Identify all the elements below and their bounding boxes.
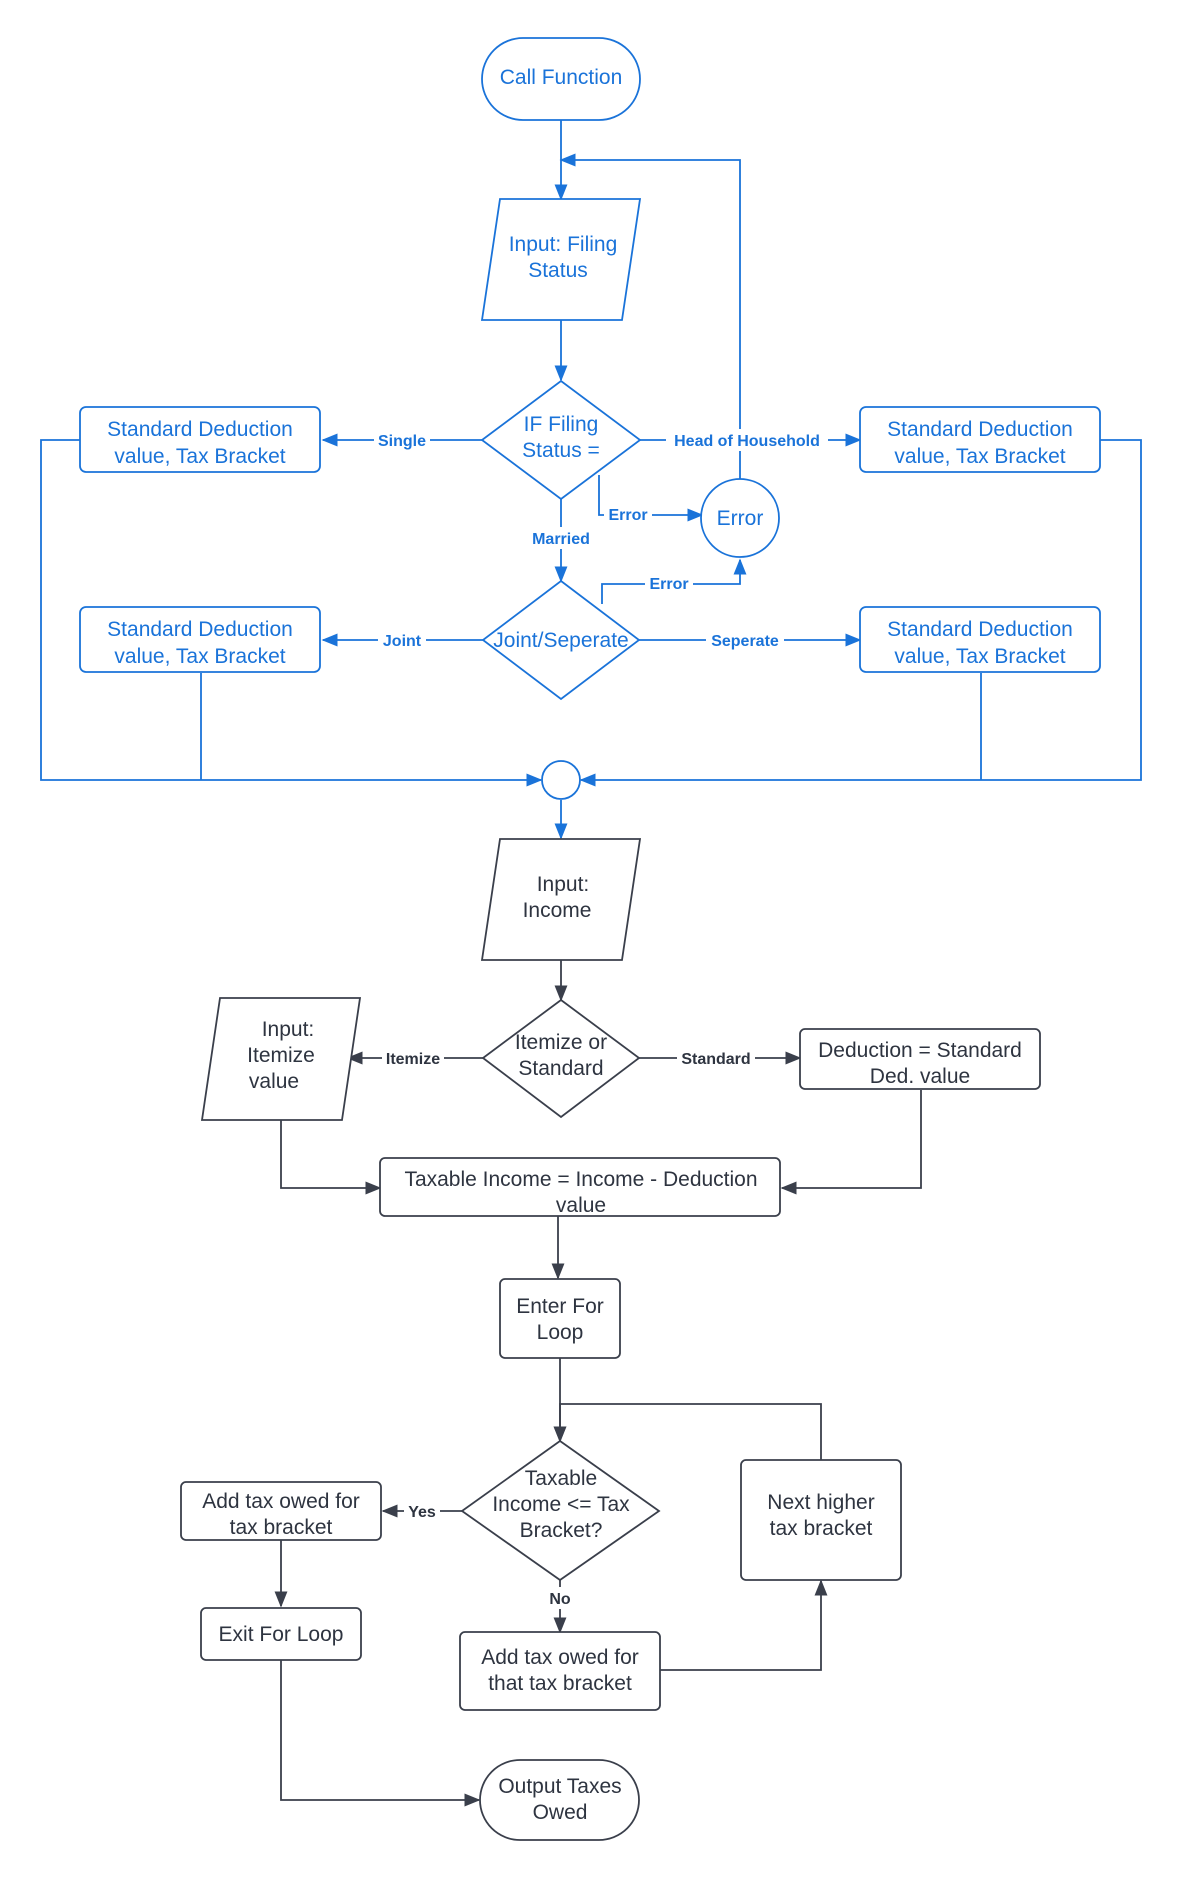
node-input-income[interactable]: Input: Income xyxy=(480,838,642,961)
node-itemize-or-standard[interactable]: Itemize or Standard xyxy=(481,998,641,1119)
svg-text:value, Tax Bracket: value, Tax Bracket xyxy=(894,445,1065,468)
svg-text:Bracket?: Bracket? xyxy=(520,1519,603,1542)
svg-text:Add tax owed for: Add tax owed for xyxy=(481,1646,639,1669)
svg-text:Standard: Standard xyxy=(518,1057,603,1080)
node-call-function[interactable]: Call Function xyxy=(481,37,641,121)
svg-text:Itemize: Itemize xyxy=(386,1051,440,1068)
edge-if-error xyxy=(598,475,704,522)
svg-text:Exit For Loop: Exit For Loop xyxy=(219,1623,344,1646)
svg-text:Enter For: Enter For xyxy=(516,1295,604,1318)
label-error-joint-sep: Error xyxy=(645,573,693,595)
svg-text:Seperate: Seperate xyxy=(711,633,779,650)
svg-text:IF Filing: IF Filing xyxy=(524,413,599,436)
edge-deduction-to-taxable xyxy=(780,1090,922,1195)
label-yes: Yes xyxy=(404,1500,440,1522)
svg-text:Taxable Income = Income - Dedu: Taxable Income = Income - Deduction xyxy=(404,1168,757,1191)
svg-text:Itemize: Itemize xyxy=(247,1044,315,1067)
svg-text:Standard Deduction: Standard Deduction xyxy=(107,418,293,441)
svg-text:Taxable: Taxable xyxy=(525,1467,597,1490)
svg-text:Head of Household: Head of Household xyxy=(674,433,820,450)
svg-text:value, Tax Bracket: value, Tax Bracket xyxy=(114,445,285,468)
node-taxable-check[interactable]: Taxable Income <= Tax Bracket? xyxy=(460,1439,661,1582)
svg-text:Loop: Loop xyxy=(537,1321,584,1344)
svg-text:Error: Error xyxy=(608,507,647,524)
label-single: Single xyxy=(374,429,430,451)
svg-text:No: No xyxy=(549,1591,571,1608)
edge-labels: Single Head of Household Married Error E… xyxy=(374,429,828,1609)
node-add-tax-owed-no[interactable]: Add tax owed for that tax bracket xyxy=(459,1631,661,1711)
svg-text:Owed: Owed xyxy=(533,1801,588,1824)
edge-itemize-to-taxable xyxy=(280,1120,382,1195)
node-std-deduction-hoh[interactable]: Standard Deduction value, Tax Bracket xyxy=(859,406,1101,473)
node-exit-for-loop[interactable]: Exit For Loop xyxy=(200,1607,362,1661)
svg-text:Income <= Tax: Income <= Tax xyxy=(492,1493,630,1516)
svg-text:Income: Income xyxy=(523,899,592,922)
node-std-deduction-single[interactable]: Standard Deduction value, Tax Bracket xyxy=(79,406,321,473)
node-enter-for-loop[interactable]: Enter For Loop xyxy=(499,1278,621,1359)
edge-single-to-merge xyxy=(40,439,543,787)
svg-text:Status: Status xyxy=(528,259,588,282)
node-add-tax-owed-yes[interactable]: Add tax owed for tax bracket xyxy=(180,1481,382,1541)
edge-hoh-to-merge xyxy=(579,439,1142,787)
svg-text:Input:: Input: xyxy=(262,1018,315,1041)
svg-text:Joint/Seperate: Joint/Seperate xyxy=(493,629,628,652)
svg-text:Error: Error xyxy=(717,507,764,530)
svg-text:Joint: Joint xyxy=(383,633,422,650)
label-no: No xyxy=(544,1587,576,1609)
svg-text:tax bracket: tax bracket xyxy=(770,1517,873,1540)
edge-add-no-to-next xyxy=(660,1579,828,1671)
node-if-filing-status[interactable]: IF Filing Status = xyxy=(480,379,642,501)
edge-error-loop-back xyxy=(559,153,741,481)
svg-text:Status =: Status = xyxy=(522,439,600,462)
edge-exit-to-output xyxy=(280,1660,481,1807)
label-joint: Joint xyxy=(378,629,426,651)
svg-text:Itemize or: Itemize or xyxy=(515,1031,607,1054)
node-output-taxes-owed[interactable]: Output Taxes Owed xyxy=(479,1759,640,1841)
svg-text:value: value xyxy=(556,1194,606,1217)
label-head-of-household: Head of Household xyxy=(666,429,828,451)
node-input-filing-status[interactable]: Input: Filing Status xyxy=(480,198,642,321)
node-error[interactable]: Error xyxy=(700,478,780,558)
svg-text:Input: Filing: Input: Filing xyxy=(509,233,618,256)
svg-text:value, Tax Bracket: value, Tax Bracket xyxy=(114,645,285,668)
label-standard: Standard xyxy=(677,1047,755,1069)
node-merge-connector xyxy=(541,760,581,800)
svg-text:Output Taxes: Output Taxes xyxy=(498,1775,621,1798)
svg-text:Married: Married xyxy=(532,531,590,548)
svg-text:that tax bracket: that tax bracket xyxy=(488,1672,632,1695)
label-error-if: Error xyxy=(604,504,652,526)
svg-text:Standard Deduction: Standard Deduction xyxy=(887,418,1073,441)
svg-text:value, Tax Bracket: value, Tax Bracket xyxy=(894,645,1065,668)
svg-text:tax bracket: tax bracket xyxy=(230,1516,333,1539)
svg-text:Add tax owed for: Add tax owed for xyxy=(202,1490,360,1513)
svg-text:Call Function: Call Function xyxy=(500,66,623,89)
svg-text:Next higher: Next higher xyxy=(767,1491,874,1514)
node-input-itemize-value[interactable]: Input: Itemize value xyxy=(200,997,362,1121)
edge-next-loop-back xyxy=(553,1403,822,1460)
svg-text:Yes: Yes xyxy=(408,1504,436,1521)
label-seperate: Seperate xyxy=(706,629,784,651)
node-std-deduction-joint[interactable]: Standard Deduction value, Tax Bracket xyxy=(79,606,321,673)
svg-text:Single: Single xyxy=(378,433,426,450)
node-std-deduction-seperate[interactable]: Standard Deduction value, Tax Bracket xyxy=(859,606,1101,673)
node-joint-seperate[interactable]: Joint/Seperate xyxy=(481,579,641,701)
svg-text:Deduction = Standard: Deduction = Standard xyxy=(818,1039,1022,1062)
label-married: Married xyxy=(526,527,596,549)
node-next-higher-bracket[interactable]: Next higher tax bracket xyxy=(740,1459,902,1581)
node-taxable-income[interactable]: Taxable Income = Income - Deduction valu… xyxy=(379,1157,781,1217)
svg-text:Standard Deduction: Standard Deduction xyxy=(107,618,293,641)
svg-text:Standard Deduction: Standard Deduction xyxy=(887,618,1073,641)
label-itemize: Itemize xyxy=(382,1047,444,1069)
svg-text:Input:: Input: xyxy=(537,873,590,896)
svg-text:Standard: Standard xyxy=(681,1051,750,1068)
node-deduction-standard[interactable]: Deduction = Standard Ded. value xyxy=(799,1028,1041,1090)
svg-text:value: value xyxy=(249,1070,299,1093)
svg-text:Error: Error xyxy=(649,576,688,593)
svg-text:Ded. value: Ded. value xyxy=(870,1065,970,1088)
